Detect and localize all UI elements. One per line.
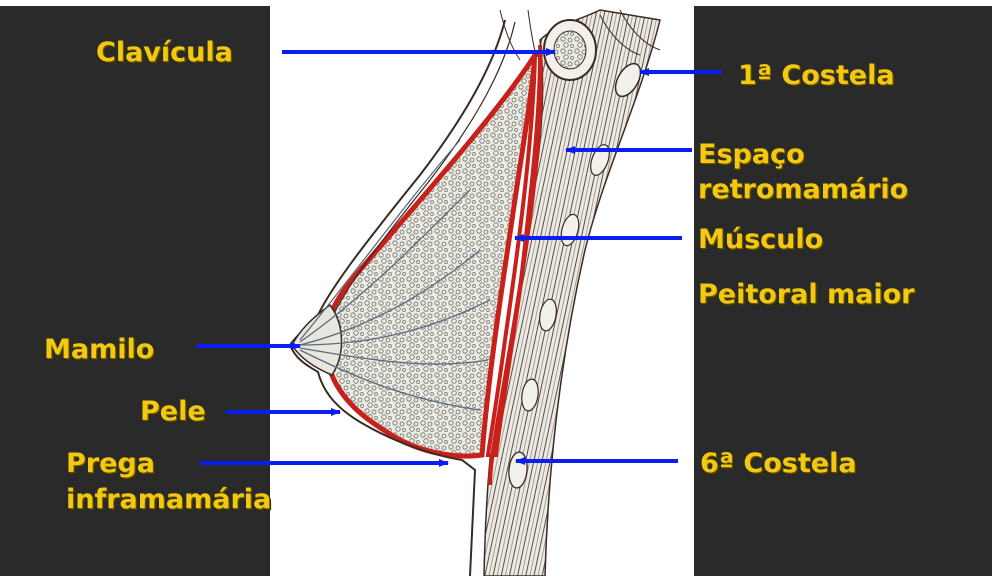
- clavicle-inner: [554, 31, 586, 69]
- label-peitoral: Peitoral maior: [698, 279, 915, 310]
- label-musculo: Músculo: [698, 224, 823, 255]
- label-costela1: 1ª Costela: [738, 60, 895, 91]
- label-pele: Pele: [140, 396, 206, 427]
- label-clavicula: Clavícula: [96, 37, 233, 68]
- label-mamilo: Mamilo: [44, 334, 154, 365]
- label-inframamaria: inframamária: [66, 484, 271, 515]
- label-retromamario: retromamário: [698, 174, 908, 205]
- label-costela6: 6ª Costela: [700, 448, 857, 479]
- label-prega: Prega: [66, 448, 155, 479]
- label-espaco: Espaço: [698, 139, 805, 170]
